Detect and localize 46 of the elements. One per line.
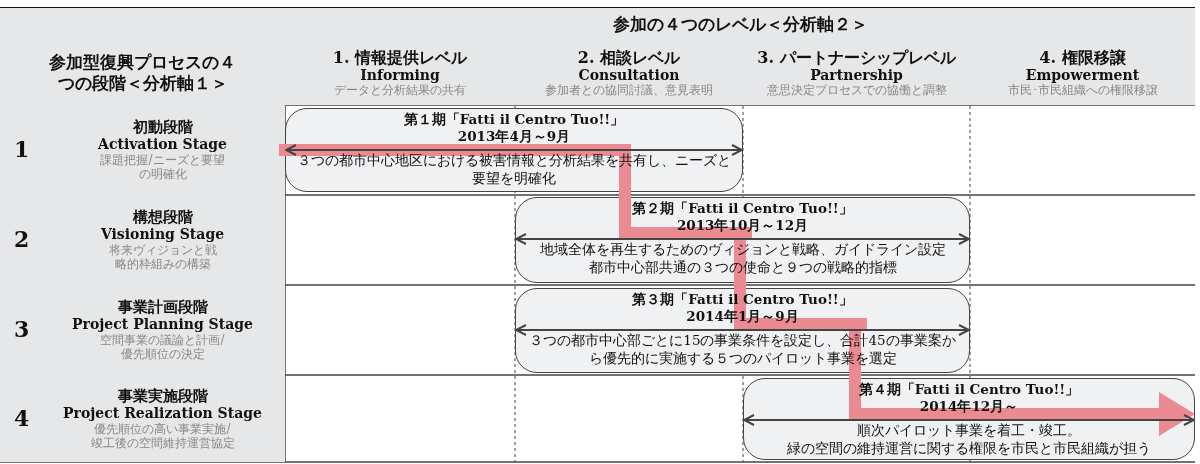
level-subtitle: Partnership: [810, 66, 903, 84]
level-title: 4. 権限移譲: [1039, 47, 1126, 67]
phase-title: 第１期「Fatti il Centro Tuo!!」: [402, 111, 626, 129]
phase-title: 第２期「Fatti il Centro Tuo!!」: [631, 200, 854, 218]
stage-number: 4: [14, 404, 30, 431]
level-description: 市民･市民組織への権限移譲: [1007, 83, 1158, 98]
level-description: 意思決定プロセスでの協働と調整: [766, 83, 947, 98]
stage-title: 事業実施段階: [117, 386, 208, 405]
stage-number: 1: [14, 136, 30, 163]
phase-box: [515, 197, 970, 283]
stage-subtitle: Project Planning Stage: [72, 316, 253, 333]
stage-description: 空間事業の議論と計画/優先順位の決定: [99, 333, 226, 362]
axis-title: 参加の４つのレベル＜分析軸２＞: [612, 13, 868, 35]
axis-title: 参加型復興プロセスの４つの段階＜分析軸１＞: [48, 52, 237, 93]
level-subtitle: Consultation: [578, 66, 680, 84]
level-title: 2. 相談レベル: [577, 47, 681, 67]
stage-title: 構想段階: [132, 208, 193, 227]
stage-description: 将来ヴィジョンと戦略的枠組みの構築: [107, 243, 218, 272]
phase-period: 2013年10月～12月: [675, 217, 810, 235]
phase-title: 第３期「Fatti il Centro Tuo!!」: [631, 291, 854, 309]
level-subtitle: Informing: [360, 66, 440, 84]
phase-description: 順次パイロット事業を着工・竣工。: [856, 422, 1082, 440]
level-title: 3. パートナーシップレベル: [757, 47, 956, 67]
phase-period: 2013年4月～9月: [456, 128, 572, 146]
stage-title: 事業計画段階: [117, 298, 208, 317]
phase-period: 2014年1月～9月: [685, 308, 800, 326]
level-title: 1. 情報提供レベル: [332, 47, 468, 67]
stage-subtitle: Visioning Stage: [100, 226, 225, 243]
stage-subtitle: Project Realization Stage: [63, 404, 262, 422]
phase-description: 都市中心部共通の３つの使命と９つの戦略的指標: [587, 259, 898, 277]
level-description: データと分析結果の共有: [334, 83, 466, 98]
phase-period: 2014年12月～: [918, 398, 1020, 416]
phase-box: [515, 288, 970, 373]
phase-description: 地域全体を再生するためのヴィジョンと戦略、ガイドライン設定: [538, 241, 947, 259]
stage-subtitle: Activation Stage: [98, 136, 227, 153]
stage-number: 2: [14, 226, 30, 253]
level-subtitle: Empowerment: [1025, 66, 1140, 84]
stage-number: 3: [14, 316, 30, 343]
stage-description: 優先順位の高い事業実施/竣工後の空間維持運営協定: [89, 421, 236, 451]
stage-description: 課題把握/ニーズと要望の明確化: [99, 153, 226, 182]
phase-description: ３つの都市中心部ごとに15の事業条件を設定し、合計45の事業案から優先的に実施する５つのパイロット事業を選定: [528, 332, 957, 368]
phase-title: 第４期「Fatti il Centro Tuo!!」: [857, 381, 1081, 399]
phase-description: ３つの都市中心地区における被害情報と分析結果を共有し、ニーズと要望を明確化: [296, 152, 732, 188]
phase-description: 緑の空間の維持運営に関する権限を市民と市民組織が担う: [786, 440, 1152, 458]
level-description: 参加者との協同討議、意見表明: [545, 83, 713, 98]
stage-title: 初動段階: [132, 118, 193, 137]
